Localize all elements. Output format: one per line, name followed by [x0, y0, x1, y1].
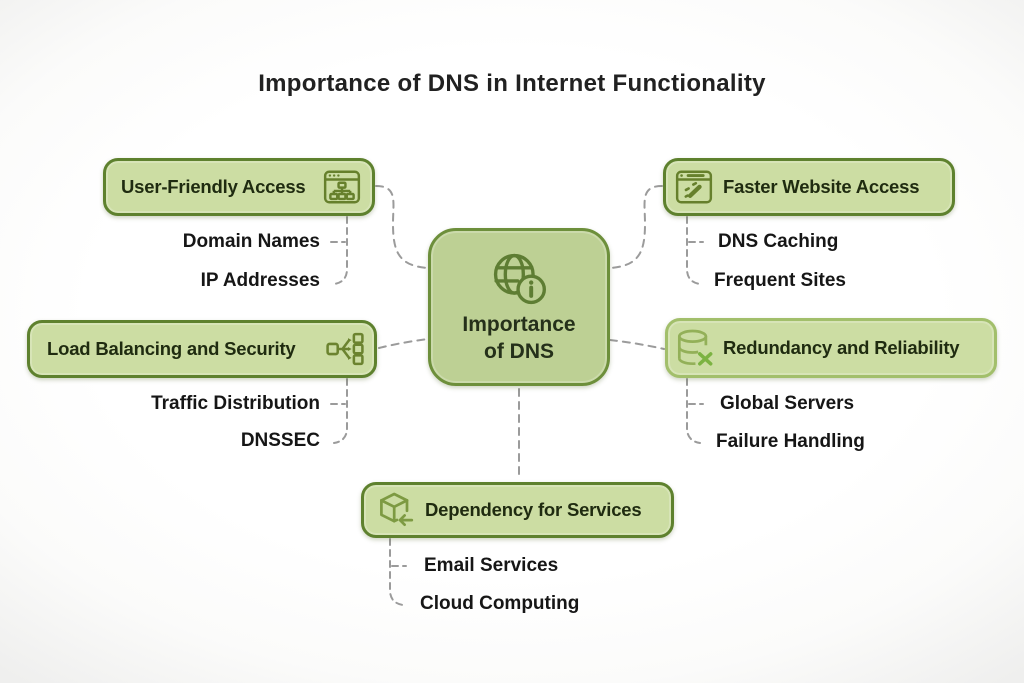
sitemap-browser-icon [322, 169, 362, 205]
globe-info-icon [487, 249, 551, 309]
cube-arrow-icon [374, 490, 416, 530]
center-node: Importance of DNS [428, 228, 610, 386]
sub-item-frequent-sites: Frequent Sites [714, 270, 846, 291]
load-balancer-icon [324, 330, 366, 368]
node-label: Dependency for Services [425, 499, 642, 520]
node-dependency-for-services: Dependency for Services [361, 482, 674, 538]
node-label: Load Balancing and Security [47, 338, 296, 359]
node-label: Redundancy and Reliability [723, 337, 960, 358]
node-load-balancing-and-security: Load Balancing and Security [27, 320, 377, 378]
sub-item-dns-caching: DNS Caching [718, 231, 839, 252]
sub-item-email-services: Email Services [424, 555, 559, 576]
sub-item-dnssec: DNSSEC [240, 430, 320, 451]
sub-item-traffic-distribution: Traffic Distribution [151, 393, 320, 414]
node-redundancy-and-reliability: Redundancy and Reliability [665, 318, 997, 378]
sub-item-global-servers: Global Servers [720, 393, 855, 414]
speed-browser-icon [674, 169, 714, 205]
sub-item-failure-handling: Failure Handling [716, 431, 865, 452]
node-label: User-Friendly Access [121, 176, 306, 197]
node-user-friendly-access: User-Friendly Access [103, 158, 375, 216]
diagram-title: Importance of DNS in Internet Functional… [258, 70, 766, 97]
sub-item-ip-addresses: IP Addresses [200, 270, 320, 291]
sub-item-cloud-computing: Cloud Computing [420, 593, 580, 614]
center-node-label: Importance of DNS [462, 312, 576, 363]
node-label: Faster Website Access [723, 176, 920, 197]
sub-item-domain-names: Domain Names [182, 231, 320, 252]
node-faster-website-access: Faster Website Access [663, 158, 955, 216]
database-x-icon [674, 328, 716, 368]
